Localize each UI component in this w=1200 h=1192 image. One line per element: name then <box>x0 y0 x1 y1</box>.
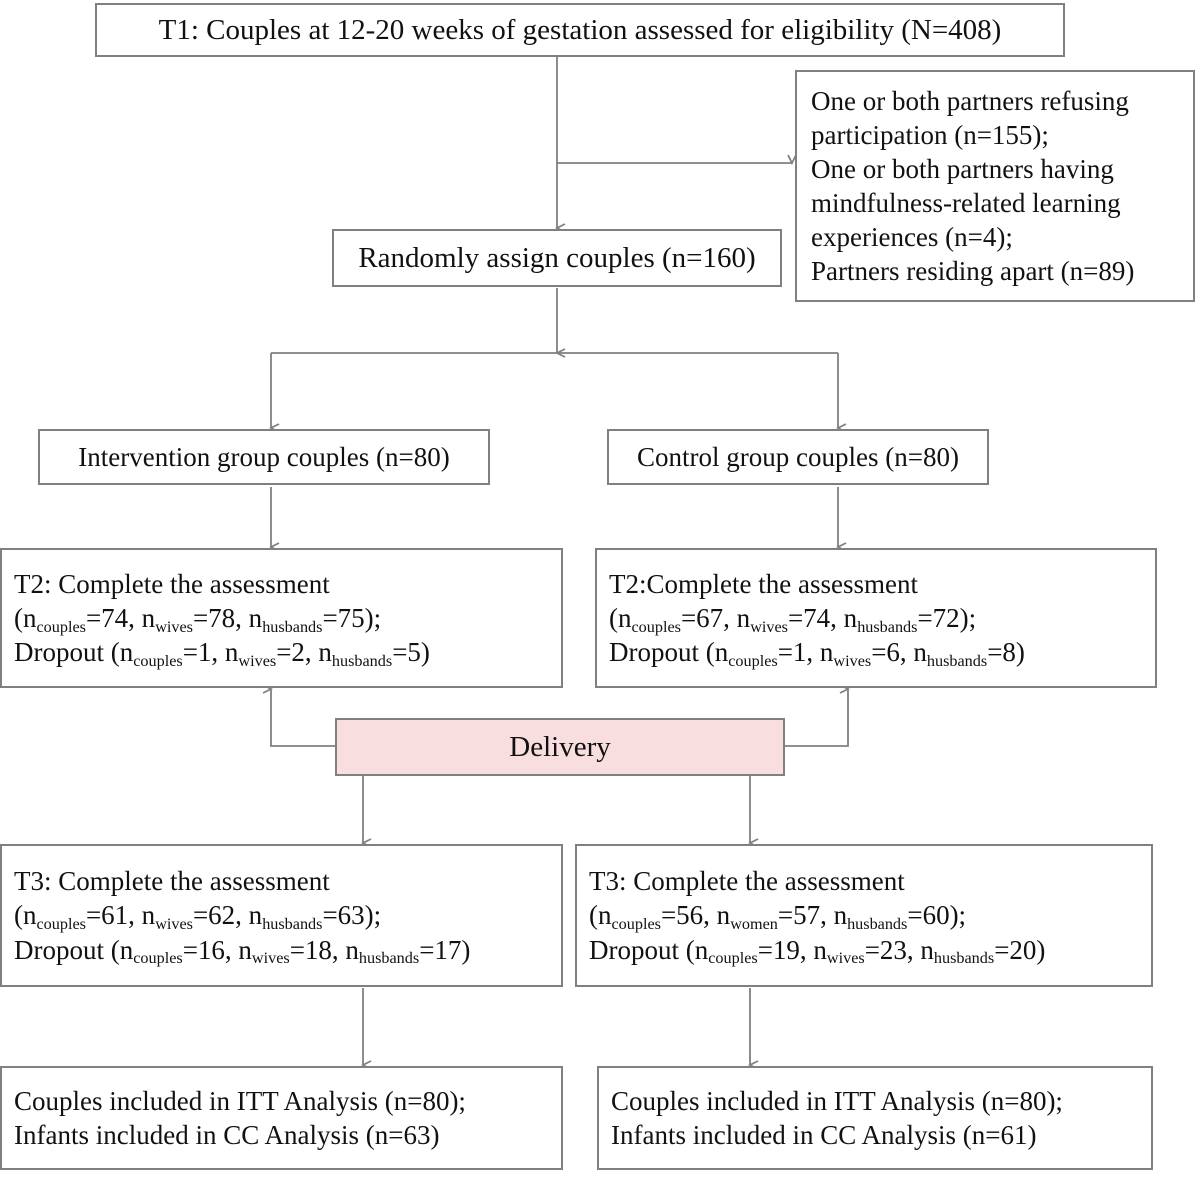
allocation-intervention-text: Intervention group couples (n=80) <box>78 441 450 472</box>
node-t3-intervention: T3: Complete the assessment (ncouples=61… <box>0 844 563 987</box>
t2i-l3-c: =5) <box>392 637 430 667</box>
t3-control-line-2: (ncouples=56, nwomen=57, nhusbands=60); <box>577 898 1151 932</box>
node-allocation-control: Control group couples (n=80) <box>607 429 989 485</box>
t3c-l3-sub-wives: wives <box>826 949 865 968</box>
t3c-l2-b: =57, n <box>777 900 848 931</box>
t2i-l3-a: =1, n <box>182 637 239 667</box>
t2c-l2-sub-husbands: husbands <box>857 617 918 636</box>
t3i-l3-sub-couples: couples <box>133 949 183 968</box>
exclusion-line-1: One or both partners refusing <box>811 85 1129 116</box>
t2c-l3-a: =1, n <box>777 637 834 667</box>
node-enrollment: T1: Couples at 12-20 weeks of gestation … <box>95 3 1065 57</box>
t3i-l3-sub-husbands: husbands <box>358 949 420 968</box>
t2c-l2-sub-couples: couples <box>631 617 681 636</box>
analysis-control-line-1: Couples included in ITT Analysis (n=80); <box>611 1085 1063 1116</box>
t3c-l3-sub-husbands: husbands <box>933 949 995 968</box>
t2-intervention-line-1: T2: Complete the assessment <box>14 568 330 599</box>
t2i-l2-b: =78, n <box>192 602 263 633</box>
node-analysis-control: Couples included in ITT Analysis (n=80);… <box>597 1066 1153 1170</box>
t3i-l2-pre: (n <box>14 900 37 931</box>
node-t2-intervention: T2: Complete the assessment (ncouples=74… <box>0 548 563 688</box>
t3c-l3-pre: Dropout (n <box>589 934 709 965</box>
analysis-intervention-line-1: Couples included in ITT Analysis (n=80); <box>14 1085 466 1116</box>
t3i-l2-b: =62, n <box>192 900 263 931</box>
node-allocation-intervention: Intervention group couples (n=80) <box>38 429 490 485</box>
t3i-l2-a: =61, n <box>85 900 156 931</box>
node-t3-control: T3: Complete the assessment (ncouples=56… <box>575 844 1153 987</box>
t2i-l3-b: =2, n <box>276 637 332 667</box>
t2i-l2-sub-couples: couples <box>36 617 86 636</box>
t2c-l3-b: =6, n <box>871 637 927 667</box>
t2c-l2-b: =74, n <box>787 602 858 633</box>
t3i-l3-a: =16, n <box>182 934 252 965</box>
t2-intervention-line-3: Dropout (ncouples=1, nwives=2, nhusbands… <box>2 635 561 669</box>
t3c-l2-sub-women: women <box>730 915 778 934</box>
t3c-l3-sub-couples: couples <box>708 949 758 968</box>
t3i-l3-sub-wives: wives <box>251 949 290 968</box>
t2i-l3-pre: Dropout (n <box>14 637 134 667</box>
delivery-text: Delivery <box>509 730 611 763</box>
t2-control-line-3: Dropout (ncouples=1, nwives=6, nhusbands… <box>597 635 1155 669</box>
t3c-l3-a: =19, n <box>757 934 827 965</box>
t2i-l2-c: =75); <box>322 602 382 633</box>
t3i-l2-c: =63); <box>322 900 382 931</box>
t3c-l3-b: =23, n <box>864 934 934 965</box>
node-delivery: Delivery <box>335 718 785 776</box>
randomization-text: Randomly assign couples (n=160) <box>358 241 756 274</box>
t3i-l3-b: =18, n <box>289 934 359 965</box>
t2c-l3-sub-wives: wives <box>833 651 872 670</box>
t2-intervention-line-2: (ncouples=74, nwives=78, nhusbands=75); <box>2 601 561 635</box>
t3-intervention-line-3: Dropout (ncouples=16, nwives=18, nhusban… <box>2 933 561 967</box>
exclusion-line-2: participation (n=155); <box>811 119 1049 150</box>
node-t2-control: T2:Complete the assessment (ncouples=67,… <box>595 548 1157 688</box>
t2c-l2-a: =67, n <box>680 602 751 633</box>
t3i-l3-c: =17) <box>419 934 471 965</box>
t2c-l3-sub-husbands: husbands <box>926 651 988 670</box>
t3i-l3-pre: Dropout (n <box>14 934 134 965</box>
t3c-l2-a: =56, n <box>660 900 731 931</box>
t2-control-line-2: (ncouples=67, nwives=74, nhusbands=72); <box>597 601 1155 635</box>
t2c-l2-pre: (n <box>609 602 632 633</box>
connector-delivery-to-t2-control <box>785 684 851 747</box>
exclusion-line-6: Partners residing apart (n=89) <box>811 256 1135 287</box>
t3c-l3-c: =20) <box>994 934 1046 965</box>
t3c-l2-c: =60); <box>907 900 967 931</box>
t3-intervention-line-1: T3: Complete the assessment <box>14 866 330 897</box>
t2-control-line-1: T2:Complete the assessment <box>609 568 918 599</box>
t3c-l2-pre: (n <box>589 900 612 931</box>
t2c-l3-c: =8) <box>987 637 1025 667</box>
t3-control-line-1: T3: Complete the assessment <box>589 866 905 897</box>
t3i-l2-sub-wives: wives <box>155 915 193 934</box>
t3c-l2-sub-husbands: husbands <box>847 915 908 934</box>
allocation-control-text: Control group couples (n=80) <box>637 441 959 472</box>
node-randomization: Randomly assign couples (n=160) <box>332 229 782 287</box>
exclusion-line-3: One or both partners having <box>811 153 1114 184</box>
analysis-intervention-line-2: Infants included in CC Analysis (n=63) <box>14 1120 440 1150</box>
node-analysis-intervention: Couples included in ITT Analysis (n=80);… <box>0 1066 563 1170</box>
node-exclusions: One or both partners refusing participat… <box>795 70 1195 302</box>
enrollment-text: T1: Couples at 12-20 weeks of gestation … <box>158 13 1002 46</box>
t2i-l2-sub-wives: wives <box>155 617 193 636</box>
t3-intervention-line-2: (ncouples=61, nwives=62, nhusbands=63); <box>2 898 561 932</box>
exclusion-line-4: mindfulness-related learning <box>811 188 1121 218</box>
t3i-l2-sub-couples: couples <box>36 915 86 934</box>
t3-control-line-3: Dropout (ncouples=19, nwives=23, nhusban… <box>577 933 1151 967</box>
analysis-control-line-2: Infants included in CC Analysis (n=61) <box>611 1120 1037 1150</box>
connector-delivery-to-t2-intervention <box>262 684 335 747</box>
t2c-l3-pre: Dropout (n <box>609 637 729 667</box>
t3c-l2-sub-couples: couples <box>611 915 661 934</box>
t2c-l3-sub-couples: couples <box>728 651 778 670</box>
t2i-l3-sub-husbands: husbands <box>331 651 393 670</box>
t2c-l2-sub-wives: wives <box>750 617 788 636</box>
t3i-l2-sub-husbands: husbands <box>262 915 323 934</box>
exclusion-line-5: experiences (n=4); <box>811 222 1013 253</box>
t2i-l2-sub-husbands: husbands <box>262 617 323 636</box>
t2i-l3-sub-wives: wives <box>238 651 277 670</box>
t2i-l2-a: =74, n <box>85 602 156 633</box>
t2i-l3-sub-couples: couples <box>133 651 183 670</box>
t2c-l2-c: =72); <box>917 602 977 633</box>
t2i-l2-pre: (n <box>14 602 37 633</box>
